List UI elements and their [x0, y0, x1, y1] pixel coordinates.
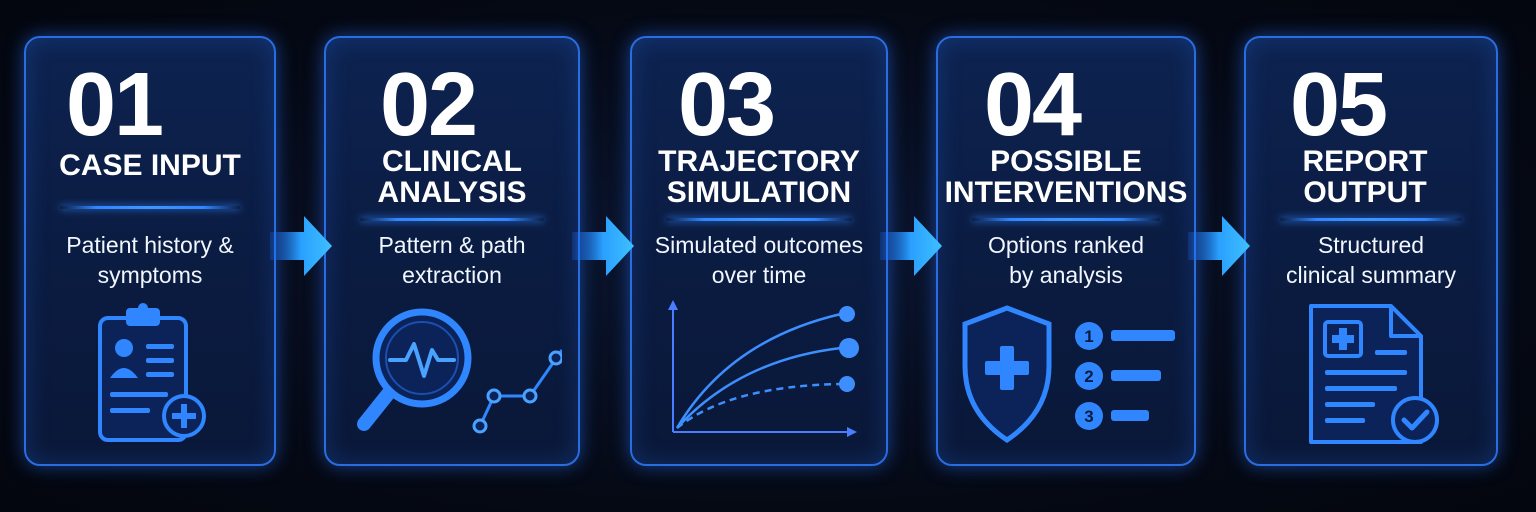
step-title: CASE INPUT	[59, 149, 241, 182]
arrow-right-icon	[572, 216, 634, 276]
step-card-3: 03 TRAJECTORY SIMULATION Simulated outco…	[630, 36, 888, 466]
rank-number-1: 1	[1084, 327, 1093, 346]
step-title: POSSIBLE INTERVENTIONS	[944, 145, 1188, 209]
step-divider	[60, 206, 240, 209]
rank-number-2: 2	[1084, 367, 1093, 386]
arrow-right-icon	[880, 216, 942, 276]
step-description: Patient history & symptoms	[66, 232, 234, 288]
step-divider	[972, 218, 1160, 221]
clipboard-plus-icon	[26, 300, 274, 460]
step-description: Options ranked by analysis	[988, 232, 1144, 288]
step-divider	[1280, 218, 1462, 221]
rank-number-3: 3	[1084, 407, 1093, 426]
step-title: REPORT OUTPUT	[1302, 145, 1428, 209]
step-number: 04	[984, 55, 1082, 155]
step-card-5: 05 REPORT OUTPUT Structured clinical sum…	[1244, 36, 1498, 466]
step-title: CLINICAL ANALYSIS	[377, 145, 527, 209]
step-number: 01	[66, 55, 164, 155]
step-description: Simulated outcomes over time	[654, 232, 864, 288]
step-title: TRAJECTORY SIMULATION	[658, 145, 860, 209]
step-number: 05	[1290, 55, 1388, 155]
arrow-right-icon	[270, 216, 332, 276]
step-description: Structured clinical summary	[1286, 232, 1456, 288]
step-divider	[666, 218, 852, 221]
magnifier-pulse-icon	[326, 300, 578, 460]
step-number: 02	[380, 55, 478, 155]
step-divider	[360, 218, 544, 221]
step-card-4: 04 POSSIBLE INTERVENTIONS Options ranked…	[936, 36, 1196, 466]
step-description: Pattern & path extraction	[378, 232, 526, 288]
report-check-icon	[1246, 300, 1496, 460]
shield-ranked-list-icon: 1 2 3	[938, 300, 1194, 460]
step-number: 03	[678, 55, 776, 155]
step-card-2: 02 CLINICAL ANALYSIS Pattern & path extr…	[324, 36, 580, 466]
step-card-1: 01 CASE INPUT Patient history & symptoms	[24, 36, 276, 466]
arrow-right-icon	[1188, 216, 1250, 276]
trajectory-graph-icon	[632, 300, 886, 460]
